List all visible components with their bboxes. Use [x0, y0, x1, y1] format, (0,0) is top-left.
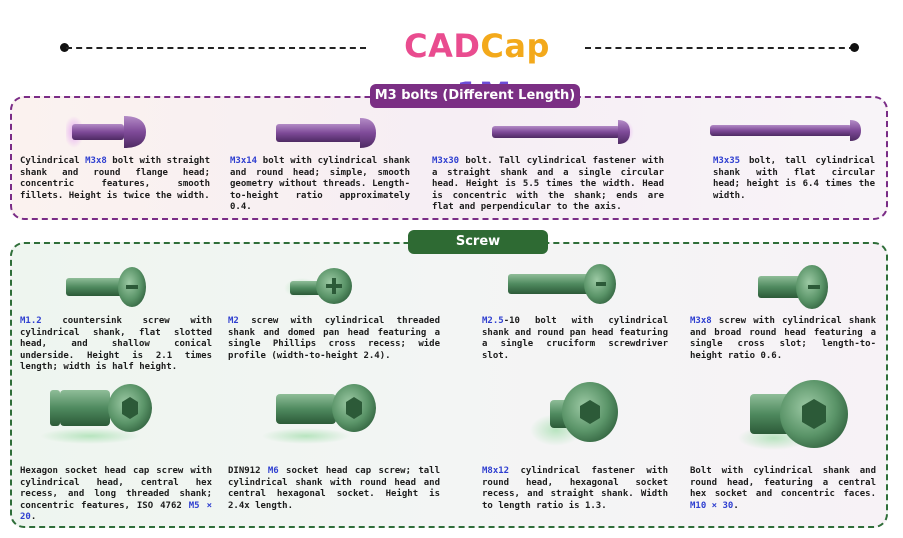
- page-title: CADCap -1M: [404, 27, 550, 113]
- screw-description: DIN912 M6 socket head cap screw; tall cy…: [228, 466, 441, 511]
- bolt-m3x30-image: [492, 120, 634, 144]
- bolt-description: M3x35 bolt, tall cylindrical shank with …: [713, 156, 875, 201]
- bolt-m3x8-image: [66, 116, 146, 148]
- bolt-description: M3x30 bolt. Tall cylindrical fastener wi…: [432, 156, 664, 212]
- screw-m6-image: [262, 384, 376, 444]
- bolt-description: Cylindrical M3x8 bolt with straight shan…: [20, 156, 210, 201]
- title-right-dot: [850, 43, 859, 52]
- screw-m10x30-image: [738, 380, 848, 450]
- screw-description: M3x8 screw with cylindrical shank and br…: [690, 316, 876, 361]
- bolts-section-banner: M3 bolts (Different Length): [370, 84, 580, 108]
- bolt-m3x35-image: [710, 120, 861, 141]
- title-left-dot: [60, 43, 69, 52]
- screw-m1-2-image: [66, 267, 146, 307]
- screw-section-banner: Screw: [408, 230, 548, 254]
- screw-m3x8-image: [758, 265, 828, 309]
- screw-m5x20-image: [40, 384, 152, 444]
- screw-description: M2.5-10 bolt with cylindrical shank and …: [482, 316, 668, 361]
- screw-description: Hexagon socket head cap screw with cylin…: [20, 466, 212, 522]
- bolt-description: M3x14 bolt with cylindrical shank and ro…: [230, 156, 410, 212]
- screw-description: Bolt with cylindrical shank and round he…: [690, 466, 876, 511]
- title-left-dashed-line: [66, 47, 366, 49]
- title-right-dashed-line: [585, 47, 855, 49]
- screw-description: M1.2 countersink screw with cylindrical …: [20, 316, 212, 372]
- screw-m2-5-image: [508, 264, 616, 304]
- screw-m2-image: [284, 268, 352, 304]
- screw-m8x12-image: [530, 382, 618, 446]
- bolt-m3x14-image: [276, 118, 376, 148]
- screw-description: M2 screw with cylindrical threaded shank…: [228, 316, 440, 361]
- screw-description: M8x12 cylindrical fastener with round he…: [482, 466, 668, 511]
